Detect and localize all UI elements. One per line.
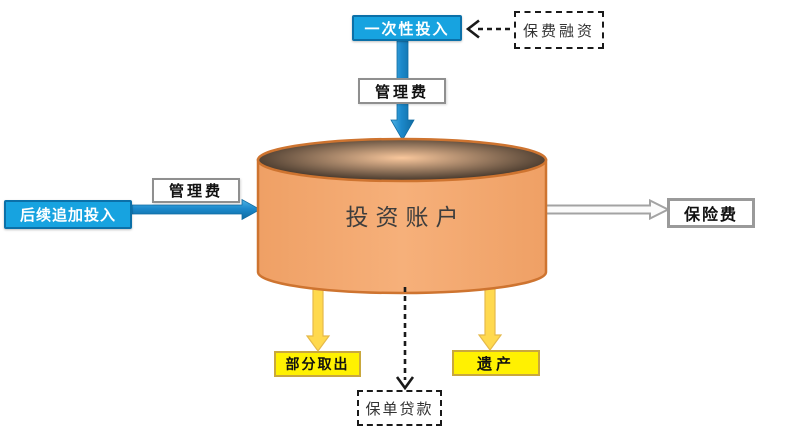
node-legacy: 遗产 [452,350,540,376]
node-follow-up-investment: 后续追加投入 [4,200,132,229]
node-management-fee-top: 管理费 [358,78,446,104]
investment-account-cylinder [256,158,548,295]
node-policy-loan: 保单贷款 [357,390,442,426]
blue-right-arrow-management-fee [131,198,261,221]
gray-arrow-insurance-fee [544,198,671,221]
dashed-arrowhead-premium-financing [465,19,480,39]
node-management-fee-left: 管理费 [152,178,240,203]
node-one-time-investment: 一次性投入 [352,15,462,41]
dashed-arrowhead-policy-loan [395,376,415,391]
node-insurance-fee: 保险费 [667,198,755,228]
node-partial-withdrawal: 部分取出 [274,351,361,377]
node-premium-financing: 保费融资 [514,11,604,49]
yellow-arrow-legacy [477,281,503,352]
investment-account-label: 投资账户 [258,150,546,280]
yellow-arrow-partial-withdrawal [305,281,331,353]
investment-account-cylinder-top [256,137,548,183]
investment-account-text: 投资账户 [345,205,466,230]
